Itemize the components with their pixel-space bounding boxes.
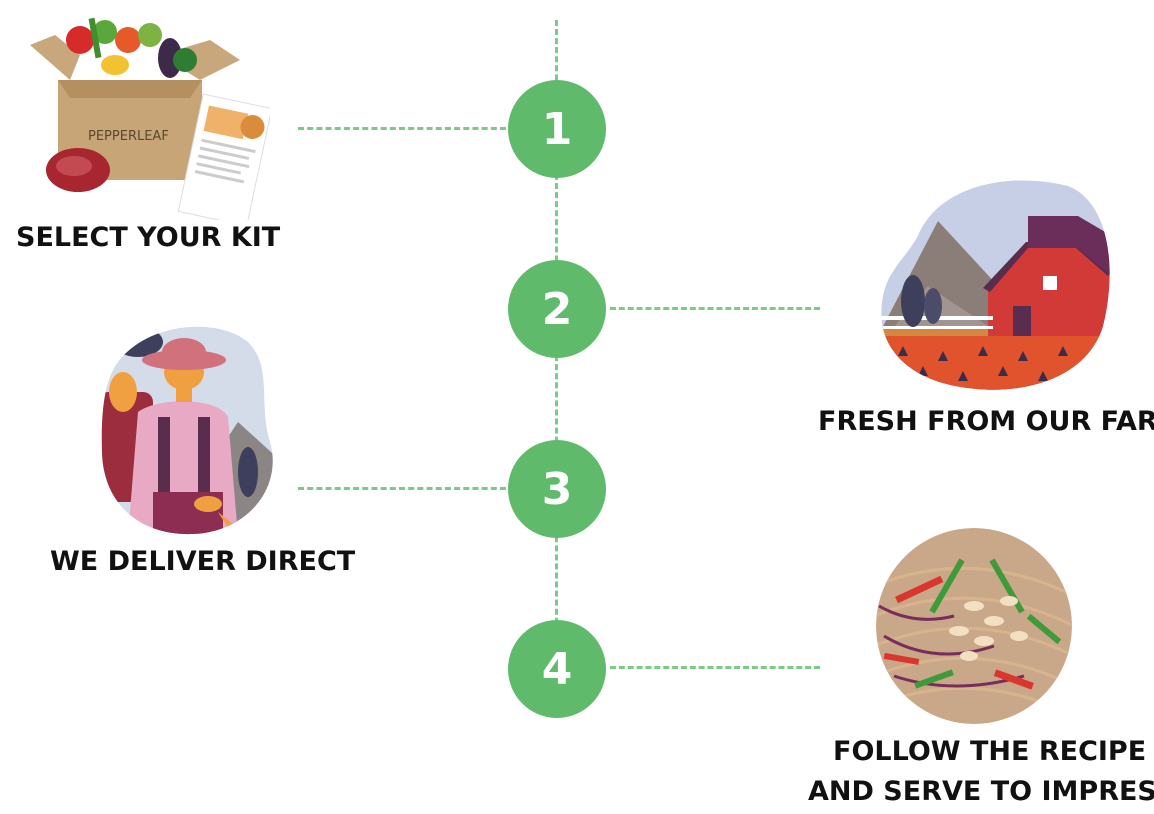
farmer-delivery-illustration	[101, 326, 273, 535]
step-2-badge: 2	[508, 260, 606, 358]
step-4-number: 4	[541, 643, 573, 695]
step-1-number: 1	[541, 103, 573, 155]
connector-step-4	[610, 666, 820, 669]
step-2-label: FRESH FROM OUR FARM	[818, 406, 1154, 437]
farm-barn-illustration	[881, 180, 1110, 390]
box-brand-text: PEPPERLEAF	[88, 129, 169, 144]
step-3-badge: 3	[508, 440, 606, 538]
step-2-number: 2	[541, 283, 573, 335]
connector-step-2	[610, 307, 820, 310]
step-4-label-line-2: AND SERVE TO IMPRESS	[808, 776, 1154, 807]
step-4-badge: 4	[508, 620, 606, 718]
step-3-number: 3	[541, 463, 573, 515]
step-1-label: SELECT YOUR KIT	[16, 222, 281, 253]
step-4-label-line-1: FOLLOW THE RECIPE	[833, 736, 1147, 767]
step-3-label: WE DELIVER DIRECT	[50, 546, 356, 577]
meal-kit-box-illustration: PEPPERLEAF	[30, 17, 270, 220]
step-1-badge: 1	[508, 80, 606, 178]
noodle-dish-illustration	[876, 528, 1072, 724]
connector-step-3	[298, 487, 506, 490]
connector-step-1	[298, 127, 506, 130]
